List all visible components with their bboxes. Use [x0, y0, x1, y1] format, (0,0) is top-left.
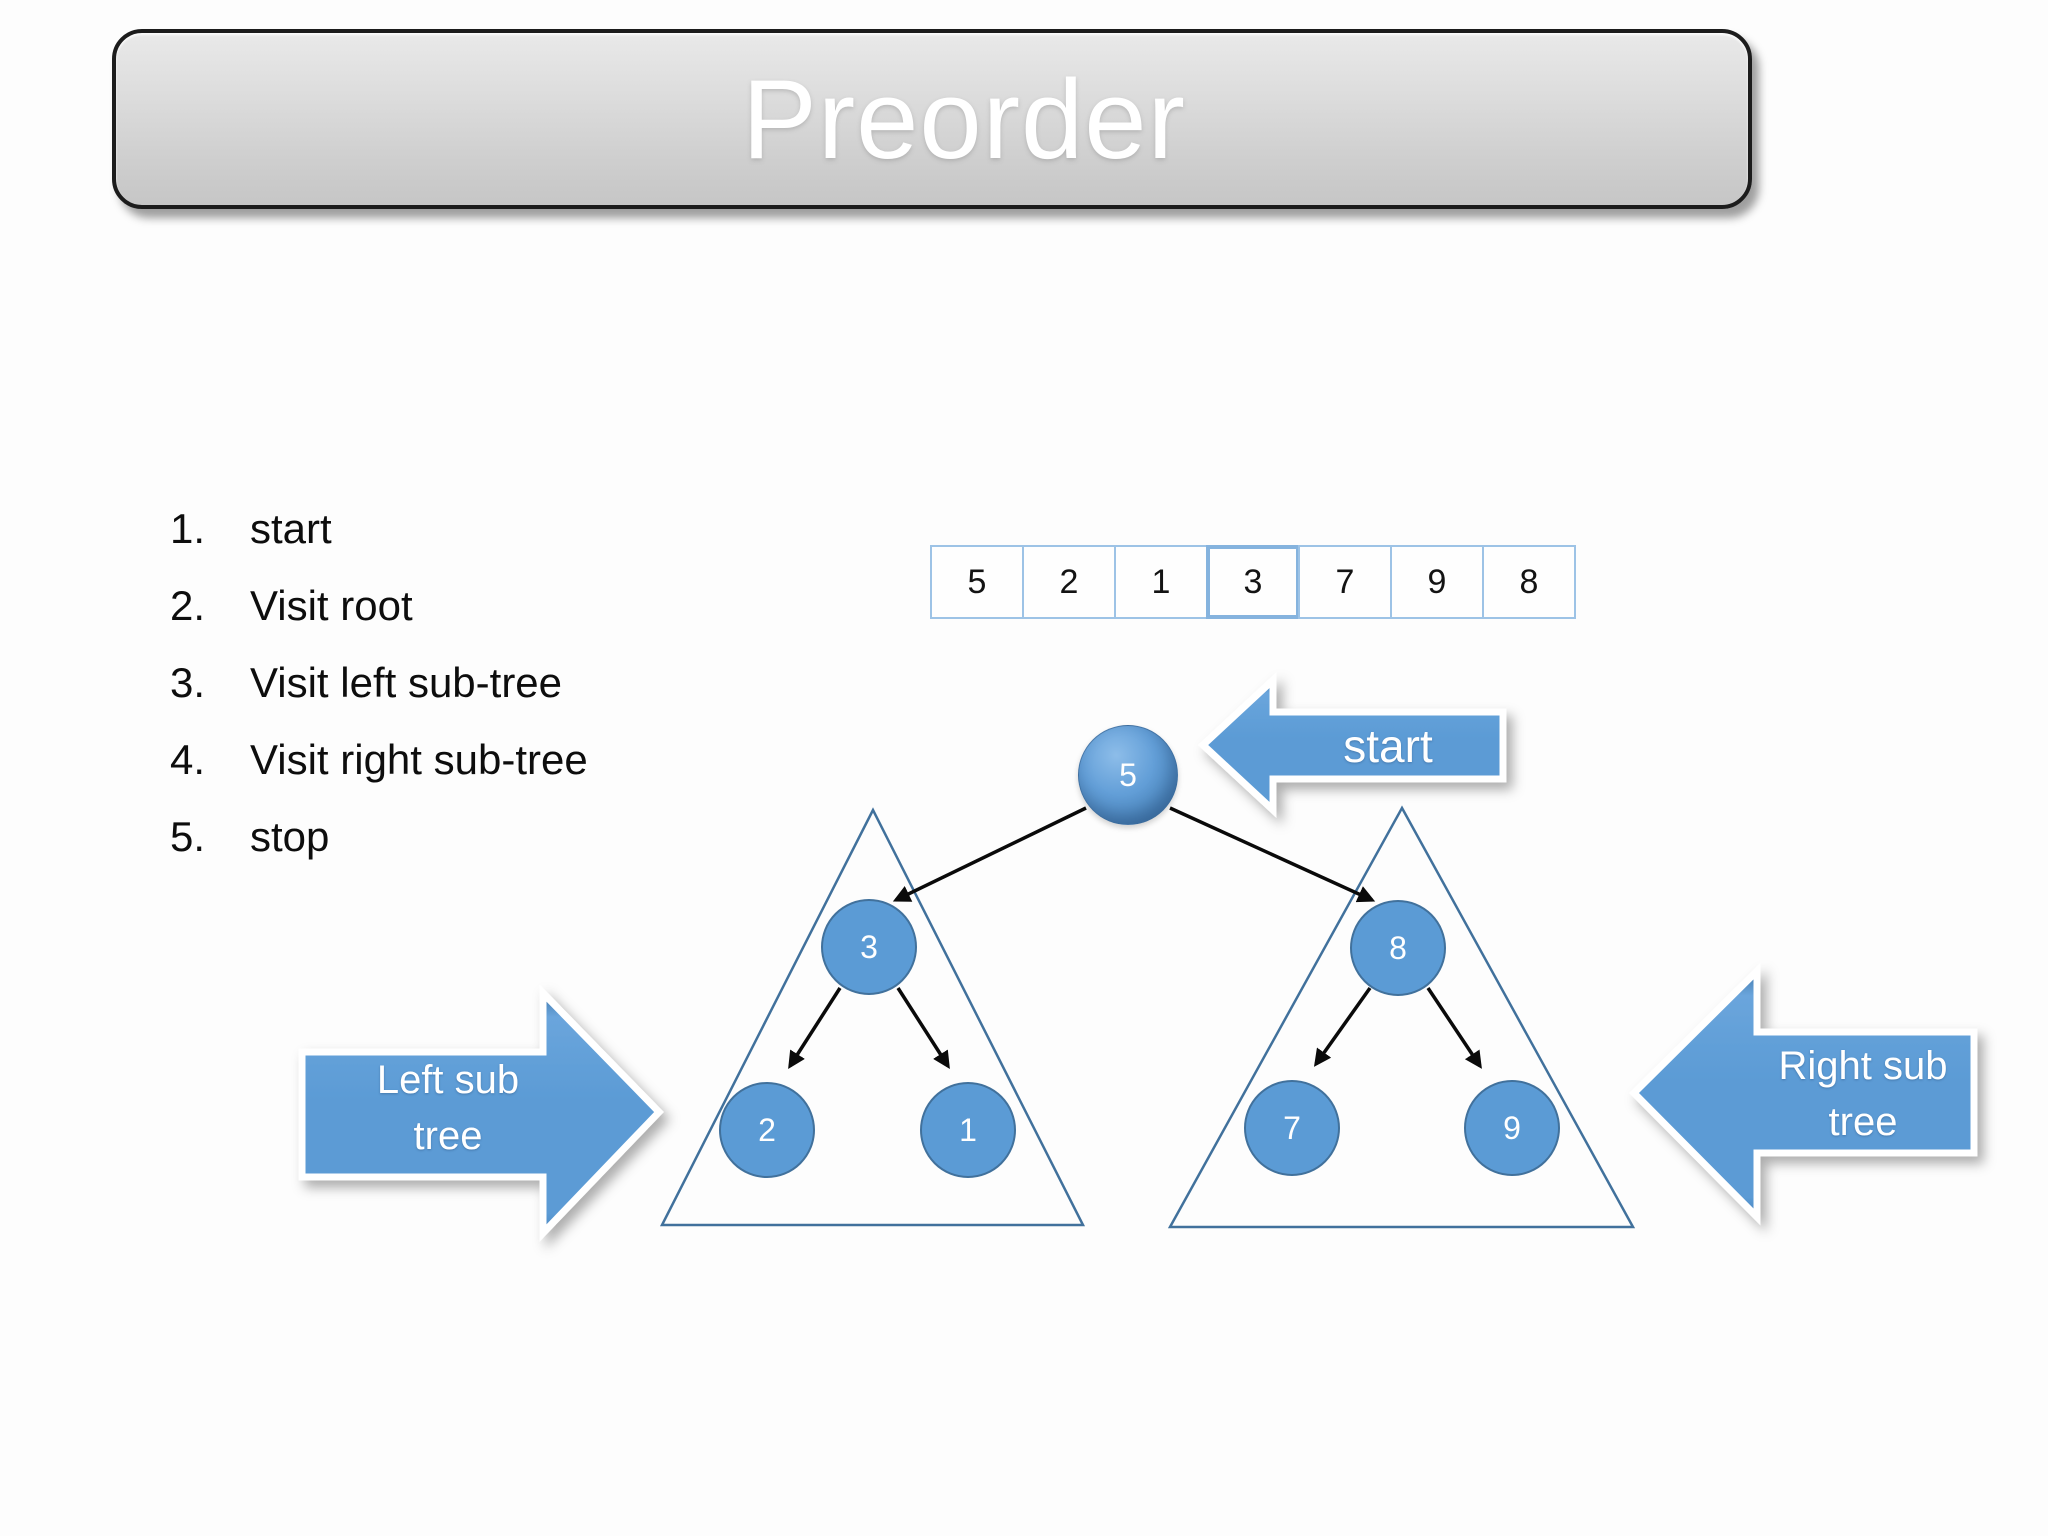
right-subtree-arrow-icon [1629, 962, 1978, 1226]
right-subtree-triangle [1167, 805, 1636, 1229]
list-item: 3. Visit left sub-tree [170, 644, 588, 721]
start-arrow-icon [1197, 671, 1507, 819]
step-number: 5. [170, 812, 206, 860]
list-item: 4. Visit right sub-tree [170, 721, 588, 798]
array-cell: 1 [1114, 545, 1208, 619]
start-arrow-label: start [1343, 720, 1433, 772]
edge-root-to-left [892, 806, 1087, 902]
step-label: Visit right sub-tree [250, 735, 588, 783]
list-item: 2. Visit root [170, 567, 588, 644]
step-label: Visit root [250, 581, 413, 629]
step-number: 1. [170, 504, 206, 552]
tree-node-right-root: 8 [1350, 900, 1446, 996]
list-item: 1. start [170, 490, 588, 567]
step-label: Visit left sub-tree [250, 658, 563, 706]
tree-node-right-left: 7 [1244, 1080, 1340, 1176]
edge-root-to-right [1169, 806, 1376, 903]
list-item: 5. stop [170, 798, 588, 875]
traversal-array: 5 2 1 3 7 9 8 [930, 545, 1576, 619]
array-cell: 2 [1022, 545, 1116, 619]
tree-node-right-right: 9 [1464, 1080, 1560, 1176]
step-number: 3. [170, 658, 206, 706]
tree-node-root: 5 [1078, 725, 1178, 825]
right-arrow-line2: tree [1828, 1100, 1898, 1144]
tree-node-left-right: 1 [920, 1082, 1016, 1178]
right-arrow-line1: Right sub [1778, 1044, 1948, 1088]
step-label: stop [250, 812, 330, 860]
array-cell: 7 [1298, 545, 1392, 619]
page-title: Preorder [742, 56, 1186, 182]
title-banner: Preorder [112, 29, 1752, 209]
right-subtree-arrow-label: Right sub tree [1750, 1038, 1976, 1150]
step-number: 4. [170, 735, 206, 783]
step-label: start [250, 504, 332, 552]
array-cell: 9 [1390, 545, 1484, 619]
left-arrow-line2: tree [413, 1114, 483, 1158]
step-number: 2. [170, 581, 206, 629]
left-arrow-line1: Left sub [376, 1058, 520, 1102]
edge-8-to-7 [1313, 986, 1372, 1067]
tree-node-left-left: 2 [719, 1082, 815, 1178]
array-cell-highlighted: 3 [1206, 545, 1300, 619]
edge-8-to-9 [1426, 987, 1482, 1069]
array-cell: 8 [1482, 545, 1576, 619]
left-subtree-arrow-label: Left sub tree [300, 1052, 596, 1164]
left-subtree-triangle [659, 807, 1086, 1227]
edge-3-to-1 [896, 987, 950, 1069]
left-subtree-arrow-icon [298, 984, 664, 1242]
steps-list: 1. start 2. Visit root 3. Visit left sub… [170, 490, 588, 875]
array-cell: 5 [930, 545, 1024, 619]
tree-node-left-root: 3 [821, 899, 917, 995]
edge-3-to-2 [788, 987, 842, 1069]
